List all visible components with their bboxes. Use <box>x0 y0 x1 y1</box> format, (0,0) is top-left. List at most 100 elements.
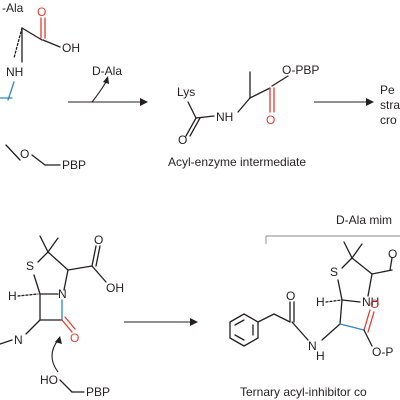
complex-ring-bond <box>367 273 373 297</box>
complex-ring-bond <box>341 299 361 303</box>
complex-ester-bond <box>339 323 365 331</box>
ternary-complex-structure: O N H S NH H O O-P O <box>229 241 397 363</box>
serine-ho: HO <box>40 373 58 387</box>
penicillin-ring-bond <box>37 251 49 263</box>
intermediate-bond <box>195 115 215 119</box>
reaction-arrow-crosslink <box>314 98 374 106</box>
product-line-1: Pe <box>380 83 395 97</box>
complex-amide-nh: N <box>308 339 317 353</box>
product-line-3: cro <box>380 113 397 127</box>
phenyl-ring <box>229 313 259 347</box>
intermediate-bond <box>237 97 251 113</box>
leaving-group-curved-arrow <box>91 81 107 103</box>
substrate-dala-dala: -Ala O OH NH O PBP <box>0 1 86 172</box>
substrate-stereo-bond <box>13 27 23 59</box>
complex-carbonyl-bond <box>363 309 371 331</box>
intermediate-bond <box>185 117 197 137</box>
penicillin-h: H <box>8 289 17 303</box>
penicillin-n: N <box>58 287 67 301</box>
complex-nh: NH <box>362 295 379 309</box>
phenyl-inner-bond <box>234 334 245 341</box>
leaving-arrow-head <box>103 76 109 84</box>
penicillin-side-bond <box>0 339 13 345</box>
complex-methyl <box>343 241 353 259</box>
substrate-pbp: PBP <box>62 158 86 172</box>
penicillin-methyl <box>47 237 59 253</box>
dala-mimic-bracket: D-Ala mim <box>265 213 400 244</box>
penicillin-side-n: N <box>14 333 23 347</box>
reaction-arrow-inhibition <box>124 318 198 326</box>
penicillin-ring-bond <box>63 269 69 291</box>
substrate-serine-bond <box>5 144 21 161</box>
complex-ring-bond <box>337 279 343 301</box>
intermediate-bond-double <box>189 117 201 137</box>
arrow-head <box>140 98 148 106</box>
penicillin-oh: OH <box>106 281 124 295</box>
arrow-head <box>366 98 374 106</box>
leaving-dala-label: D-Ala <box>92 64 122 78</box>
penicillin-ring-bond <box>47 251 69 271</box>
product-text: Pe stra cro <box>380 83 400 127</box>
substrate-carbonyl-o: O <box>37 5 46 19</box>
complex-opbp: O-P <box>372 345 393 359</box>
complex-bond <box>321 323 341 341</box>
complex-h-bond <box>325 299 343 303</box>
complex-h: H <box>316 295 325 309</box>
penicillin-bond <box>91 265 107 283</box>
nucleophilic-attack-arrow <box>51 339 59 373</box>
penicillin-bond <box>91 245 97 267</box>
amide-n-bond <box>291 321 309 341</box>
complex-methyl <box>351 243 363 259</box>
product-line-2: stra <box>380 98 400 112</box>
acyl-enzyme-intermediate: Lys O NH O O-PBP Acyl-enzyme intermediat… <box>168 63 319 169</box>
complex-amide-o: O <box>286 289 295 303</box>
reaction-arrow-acylation: D-Ala <box>68 64 148 106</box>
serine-bond <box>59 379 73 393</box>
penicillin-acid-o: O <box>94 233 103 247</box>
intermediate-lys: Lys <box>177 85 195 99</box>
arrow-head <box>190 318 198 326</box>
penicillin-side-bond <box>25 319 41 335</box>
benzyl-bond <box>257 313 275 323</box>
substrate-amide-bond <box>7 81 15 101</box>
phenyl-inner-bond <box>234 319 245 326</box>
intermediate-caption: Acyl-enzyme intermediate <box>168 155 306 169</box>
lactam-carbonyl-bond <box>61 319 73 333</box>
penicillin-structure: S N H O OH O N HO PBP <box>0 233 124 399</box>
substrate-serine-bond <box>31 154 46 166</box>
intermediate-ester-o: O <box>266 113 275 127</box>
complex-acid-bond <box>389 257 393 271</box>
amide-bond <box>273 313 291 323</box>
penicillin-s: S <box>26 259 34 273</box>
lactam-carbonyl-bond-double <box>64 316 76 330</box>
penicillin-bond-double <box>95 245 101 267</box>
lactam-carbonyl-o: O <box>70 331 79 345</box>
intermediate-nh: NH <box>216 110 233 124</box>
complex-acid-bond <box>371 269 393 275</box>
intermediate-bond <box>249 87 271 99</box>
complex-bond <box>339 299 343 325</box>
intermediate-bond <box>187 101 197 119</box>
penicillin-h-bond <box>17 293 39 297</box>
substrate-bond <box>21 27 43 41</box>
substrate-dala-label: -Ala <box>2 1 24 15</box>
complex-acid-o: O <box>388 247 397 261</box>
penicillin-ring-bond <box>33 274 41 295</box>
complex-carbonyl-bond-double <box>367 311 375 333</box>
penicillin-methyl <box>39 235 49 253</box>
complex-carbonyl-o: O <box>370 297 379 311</box>
intermediate-opbp: O-PBP <box>282 63 319 77</box>
intermediate-bond <box>271 75 289 87</box>
intermediate-carbonyl-o: O <box>178 133 187 147</box>
serine-pbp: PBP <box>86 385 110 399</box>
substrate-serine-o: O <box>20 147 29 161</box>
substrate-oh: OH <box>62 41 80 55</box>
ternary-caption: Ternary acyl-inhibitor co <box>240 385 367 399</box>
complex-bond <box>363 329 373 347</box>
attack-arrow-head <box>55 336 62 344</box>
complex-s: S <box>330 265 338 279</box>
substrate-bond <box>42 39 61 48</box>
complex-amide-h: H <box>316 349 325 363</box>
